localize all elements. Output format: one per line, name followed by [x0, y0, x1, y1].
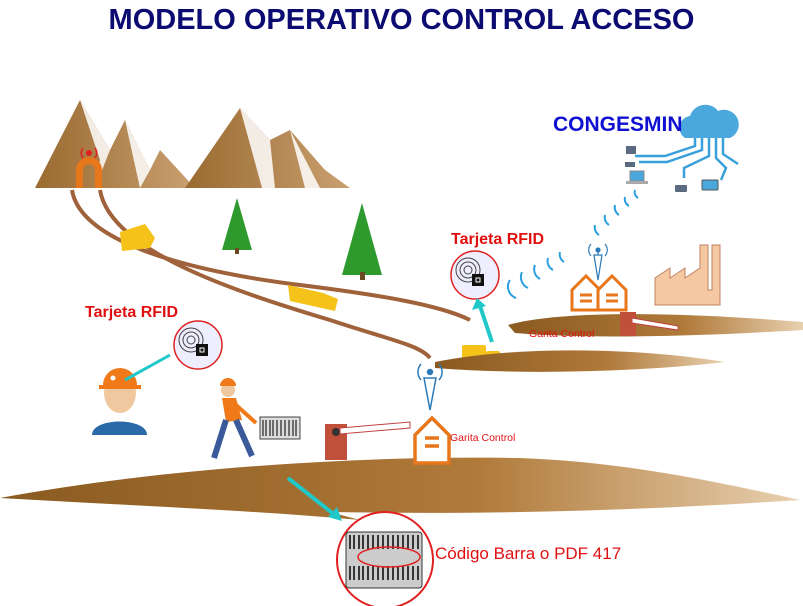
roads — [70, 189, 471, 360]
arrow-icon — [286, 476, 338, 518]
rfid-card-upper — [450, 250, 500, 300]
network-lines — [635, 138, 739, 181]
barrier-gate-lower — [325, 421, 411, 460]
mountains — [35, 100, 350, 188]
barcode-card-small — [259, 416, 301, 440]
antenna-tower-icon — [417, 363, 443, 411]
worker-avatar — [92, 368, 147, 435]
middle-ground — [435, 350, 725, 372]
wireless-signal-icon — [507, 189, 639, 299]
barcode-card-large — [336, 511, 434, 606]
rfid-worker-label: Tarjeta RFID — [85, 304, 179, 321]
arrow-icon — [124, 353, 171, 382]
factory-icon — [654, 244, 721, 306]
devices-icon — [625, 146, 719, 192]
main-ground — [0, 457, 800, 520]
arrow-icon — [477, 302, 494, 343]
garita-upper-label: Garita Control — [529, 328, 595, 340]
garita-upper-icon — [570, 273, 628, 312]
barrier-gate-upper — [620, 312, 679, 336]
antenna-tower-icon — [588, 243, 608, 281]
congesmin-label: CONGESMIN — [553, 113, 683, 136]
page-title: MODELO OPERATIVO CONTROL ACCESO — [108, 4, 695, 36]
cloud-icon — [679, 104, 739, 138]
garita-lower-icon — [413, 415, 451, 465]
tree-icon — [222, 198, 382, 280]
walking-worker-icon — [211, 378, 258, 459]
mine-tunnel-icon — [76, 147, 102, 188]
rfid-card-worker — [173, 320, 223, 370]
barcode-label: Código Barra o PDF 417 — [435, 544, 622, 563]
rfid-vehicle-label: Tarjeta RFID — [451, 231, 545, 248]
garita-lower-label: Garita Control — [450, 432, 516, 444]
